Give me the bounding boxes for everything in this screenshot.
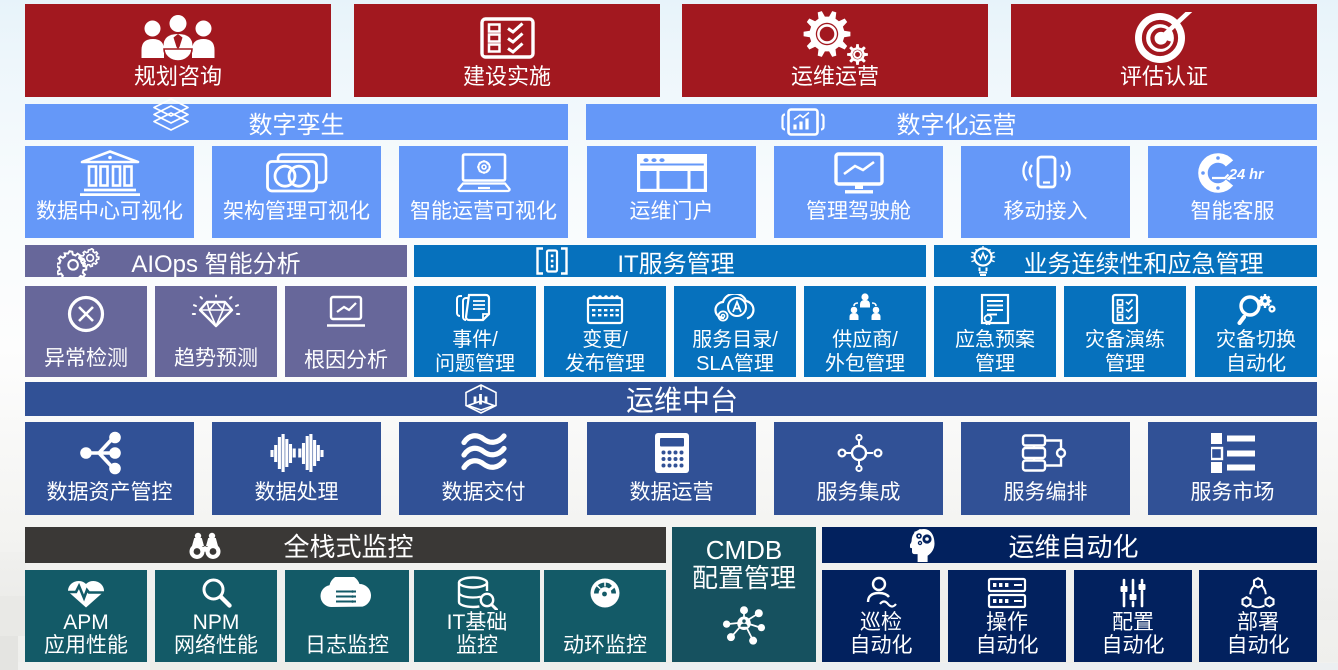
svg-text:24 hr: 24 hr <box>1228 167 1265 183</box>
